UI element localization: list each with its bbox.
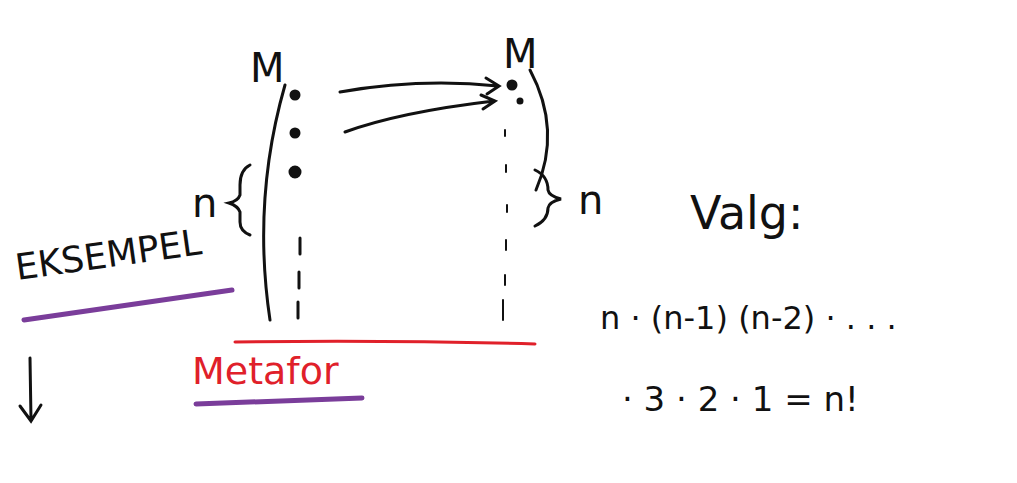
mapping-arrow — [345, 95, 495, 132]
dot — [291, 91, 299, 99]
handwritten-label: EKSEMPEL — [13, 224, 204, 286]
curly-brace — [229, 165, 250, 235]
handwritten-label: M — [503, 34, 538, 74]
underline — [24, 290, 232, 320]
dot — [291, 129, 299, 137]
bracket — [264, 85, 285, 320]
curly-brace — [535, 170, 561, 226]
mapping-arrow — [340, 78, 499, 94]
handwritten-label: M — [250, 48, 285, 88]
dotted-continuation — [298, 238, 300, 318]
handwritten-label: n — [192, 183, 217, 223]
underline — [196, 398, 362, 404]
handwritten-label: n · (n-1) (n-2) · . . . — [600, 302, 897, 334]
handwritten-label: Valg: — [690, 190, 804, 236]
dot — [290, 167, 300, 177]
handwritten-label: n — [578, 180, 603, 220]
separator-line — [235, 341, 535, 344]
dotted-continuation — [503, 130, 507, 320]
down-arrow — [20, 358, 41, 421]
handwritten-label: Metafor — [192, 352, 339, 390]
handwritten-label: · 3 · 2 · 1 = n! — [622, 382, 859, 416]
dot — [518, 99, 522, 103]
dot — [508, 81, 516, 89]
